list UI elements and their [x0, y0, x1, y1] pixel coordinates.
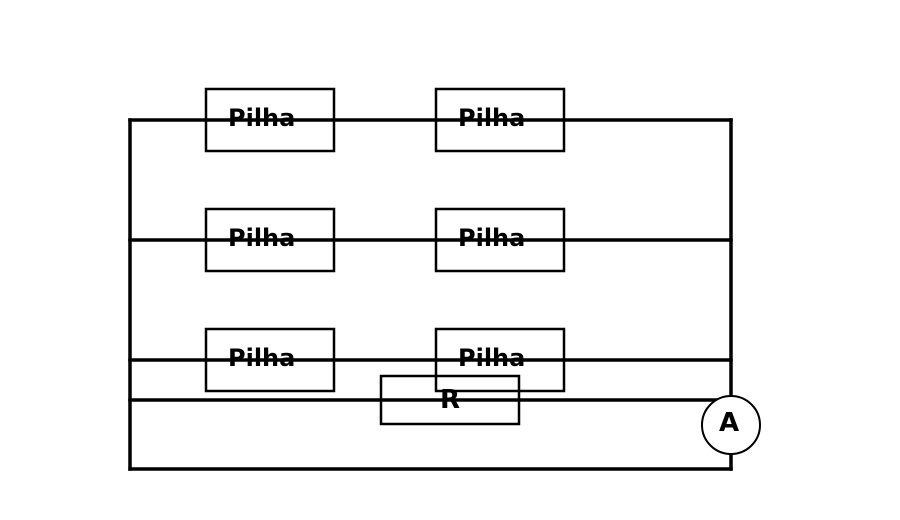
resistor-box: [379, 374, 521, 426]
cell-box: [204, 87, 336, 153]
cell-6: Pilha: [434, 327, 566, 393]
cell-label: Pilha: [228, 104, 295, 132]
ammeter: A: [701, 395, 761, 455]
ammeter-label: A: [719, 408, 739, 438]
cell-1: Pilha: [204, 87, 336, 153]
cell-label: Pilha: [458, 344, 525, 372]
ammeter-circle: [701, 395, 761, 455]
cell-box: [434, 87, 566, 153]
resistor-label: R: [440, 385, 460, 415]
cell-5: Pilha: [204, 327, 336, 393]
cell-3: Pilha: [204, 207, 336, 273]
cell-label: Pilha: [458, 224, 525, 252]
cell-box: [204, 207, 336, 273]
cell-box: [204, 327, 336, 393]
cell-box: [434, 327, 566, 393]
cell-4: Pilha: [434, 207, 566, 273]
cell-2: Pilha: [434, 87, 566, 153]
resistor: R: [379, 374, 521, 426]
cell-box: [434, 207, 566, 273]
cell-label: Pilha: [228, 344, 295, 372]
cell-label: Pilha: [228, 224, 295, 252]
cell-label: Pilha: [458, 104, 525, 132]
